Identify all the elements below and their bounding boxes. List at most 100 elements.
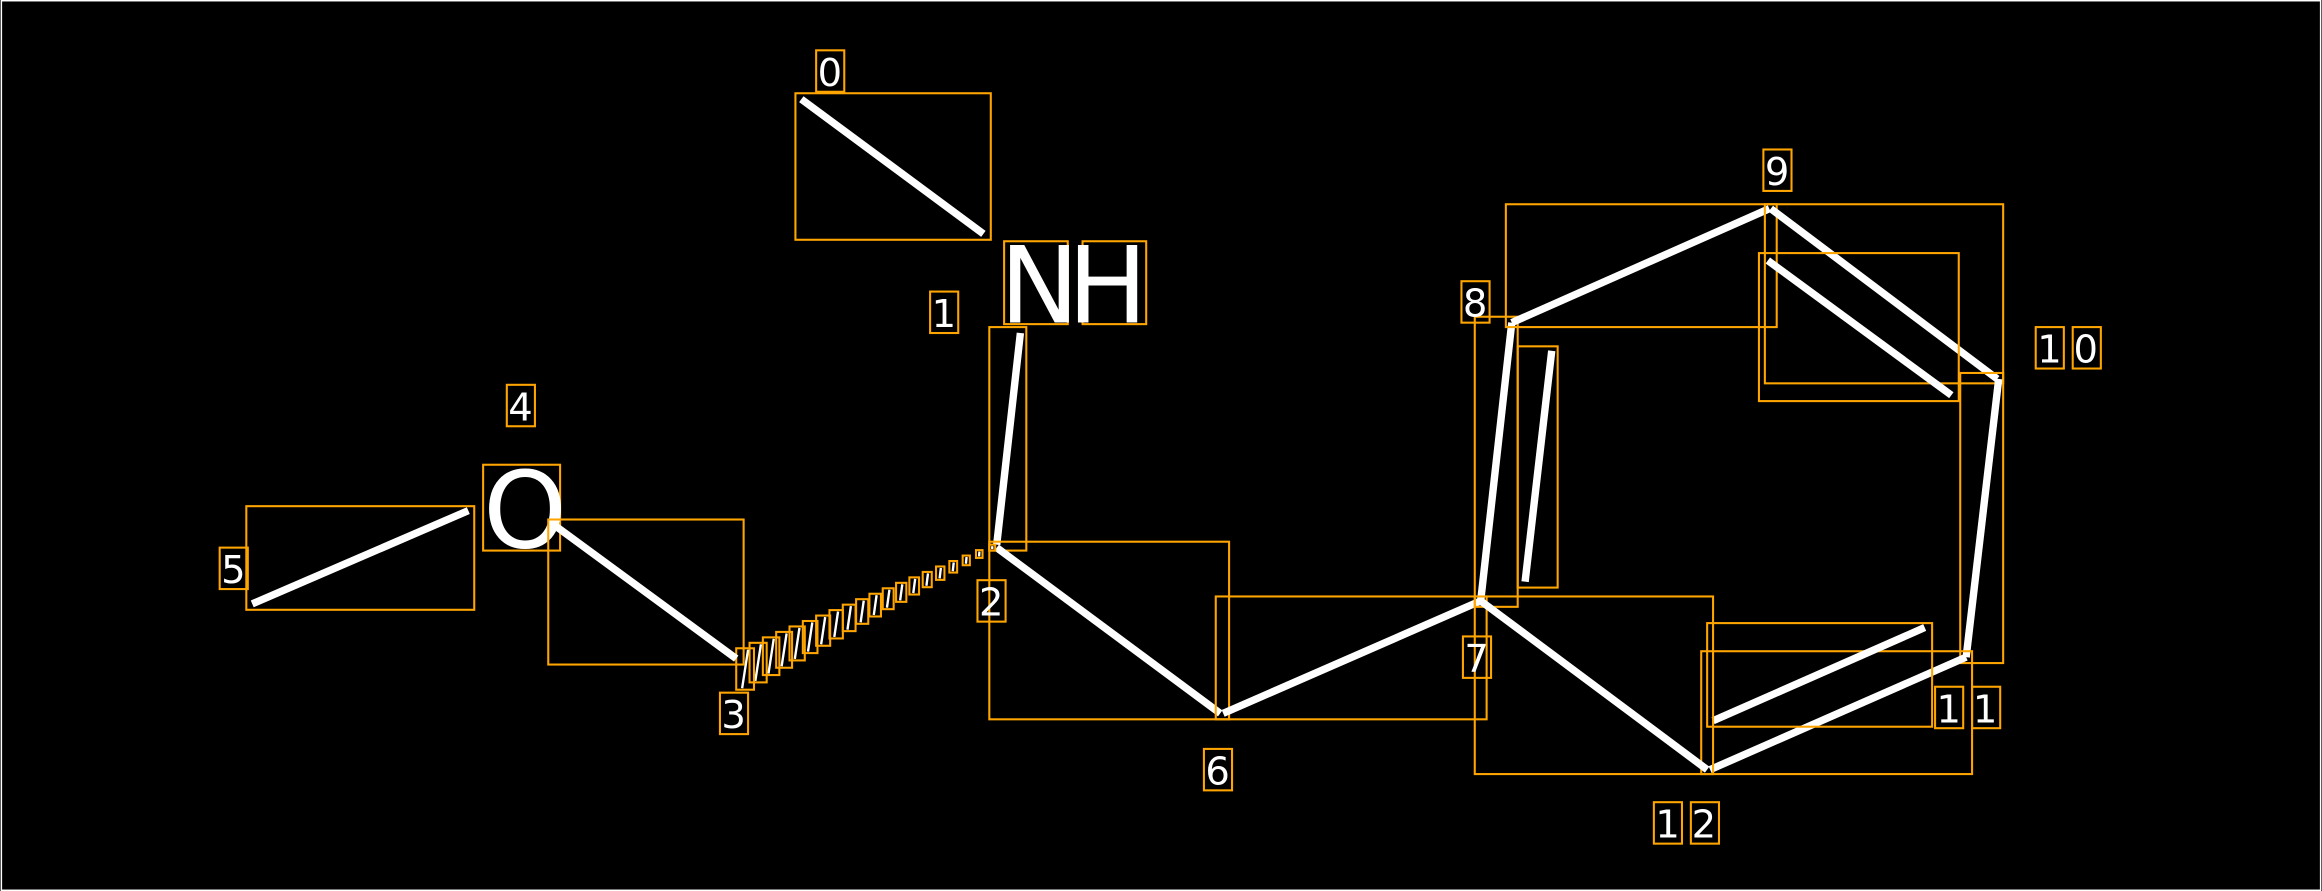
hash-line <box>964 556 968 564</box>
hash-box <box>934 565 946 581</box>
bond-4-box <box>547 518 745 666</box>
index-label-box <box>1689 801 1721 845</box>
hash-line <box>898 584 904 601</box>
bond-3-hashed-wedge <box>735 543 997 691</box>
atom-n-box <box>1003 240 1069 326</box>
hash-line <box>938 567 943 579</box>
bond-5-line <box>250 507 470 608</box>
bond-7-inner-box <box>1516 345 1559 589</box>
hash-box <box>988 543 997 552</box>
index-label-9: 9 <box>1762 148 1801 195</box>
hash-box <box>961 554 971 567</box>
bond-4-line <box>550 520 739 662</box>
bond-9-inner-box <box>1757 252 1960 403</box>
index-label-box <box>1461 635 1493 679</box>
index-label-7: 7 <box>1461 635 1500 682</box>
bond-8-line <box>1510 205 1771 327</box>
hash-line <box>925 573 930 586</box>
index-label-box <box>1652 801 1684 845</box>
index-label-box <box>929 290 960 335</box>
bond-1 <box>988 326 1028 552</box>
bond-1-line <box>993 332 1025 546</box>
bond-0 <box>794 92 992 241</box>
bond-0-box <box>794 92 992 241</box>
bond-6-line <box>1221 597 1483 717</box>
index-label-box <box>1934 685 1965 730</box>
bond-9-inner-line <box>1765 257 1954 399</box>
hash-line <box>846 605 853 630</box>
bond-6-box <box>1214 595 1488 721</box>
index-label-text: 11 <box>1937 687 2010 732</box>
index-label-box <box>1762 148 1793 192</box>
index-label-box <box>1202 747 1234 792</box>
hash-line <box>951 562 955 572</box>
bond-10-line <box>1962 378 2003 658</box>
index-label-box <box>976 579 1007 623</box>
hash-box <box>948 559 959 574</box>
bond-10-box <box>1959 371 2005 665</box>
atom-o: O <box>482 450 567 574</box>
index-label-box <box>505 383 536 428</box>
index-label-text: 3 <box>721 693 757 738</box>
atom-nh: NH <box>1000 225 1148 349</box>
bond-7-line <box>1477 322 1516 602</box>
index-label-text: 0 <box>818 51 854 96</box>
index-label-2: 2 <box>976 579 1007 626</box>
hash-line <box>806 622 814 652</box>
bond-1-box <box>988 326 1028 552</box>
bond-0-line <box>799 96 986 237</box>
index-label-box <box>815 49 846 93</box>
hash-line <box>859 600 865 623</box>
bond-7-inner-line <box>1521 350 1556 583</box>
index-label-text: 10 <box>2037 328 2110 373</box>
hash-line <box>780 633 788 667</box>
hash-box <box>881 587 895 611</box>
hash-box <box>895 581 908 603</box>
bond-11-inner-box <box>1706 622 1934 728</box>
index-label-text: 5 <box>221 548 257 593</box>
hash-line <box>754 644 763 682</box>
index-label-box <box>1460 280 1491 324</box>
index-label-8: 8 <box>1460 280 1499 327</box>
hash-line <box>740 649 750 689</box>
hash-box <box>735 647 756 691</box>
hash-box <box>868 592 882 618</box>
hash-box <box>761 636 781 677</box>
index-label-text: 8 <box>1463 282 1499 327</box>
hash-box <box>788 625 806 662</box>
bond-2-box <box>988 540 1231 721</box>
hash-line <box>912 578 917 594</box>
index-label-6: 6 <box>1202 747 1234 794</box>
hash-line <box>833 611 840 638</box>
bond-11-inner-line <box>1711 624 1927 725</box>
atom-h-box <box>1081 240 1148 326</box>
index-label-text: 7 <box>1464 637 1500 682</box>
index-label-box <box>2071 326 2102 370</box>
bond-5-box <box>245 505 476 611</box>
bond-9-box <box>1763 203 2005 385</box>
index-label-box <box>718 691 750 736</box>
bond-12 <box>1473 595 1715 776</box>
bond-11-line <box>1708 653 1968 774</box>
index-label-text: 9 <box>1765 150 1801 195</box>
hash-box <box>748 641 768 684</box>
bond-4 <box>547 518 745 666</box>
index-label-box <box>1971 685 2002 730</box>
hash-line <box>819 616 827 645</box>
bond-10 <box>1959 371 2005 665</box>
bond-9 <box>1757 203 2005 403</box>
hash-line <box>793 627 801 660</box>
index-label-text: 4 <box>508 385 544 430</box>
hash-box <box>908 576 921 596</box>
hash-box <box>801 619 819 655</box>
bond-12-box <box>1473 595 1715 776</box>
hash-box <box>775 630 794 669</box>
hash-line <box>767 638 775 674</box>
index-label-12: 12 <box>1652 801 1728 848</box>
atom-nh-label: NH <box>1000 225 1148 349</box>
index-label-text: 1 <box>932 292 968 337</box>
index-label-text: 12 <box>1655 803 1728 848</box>
atom-o-box <box>482 463 562 552</box>
